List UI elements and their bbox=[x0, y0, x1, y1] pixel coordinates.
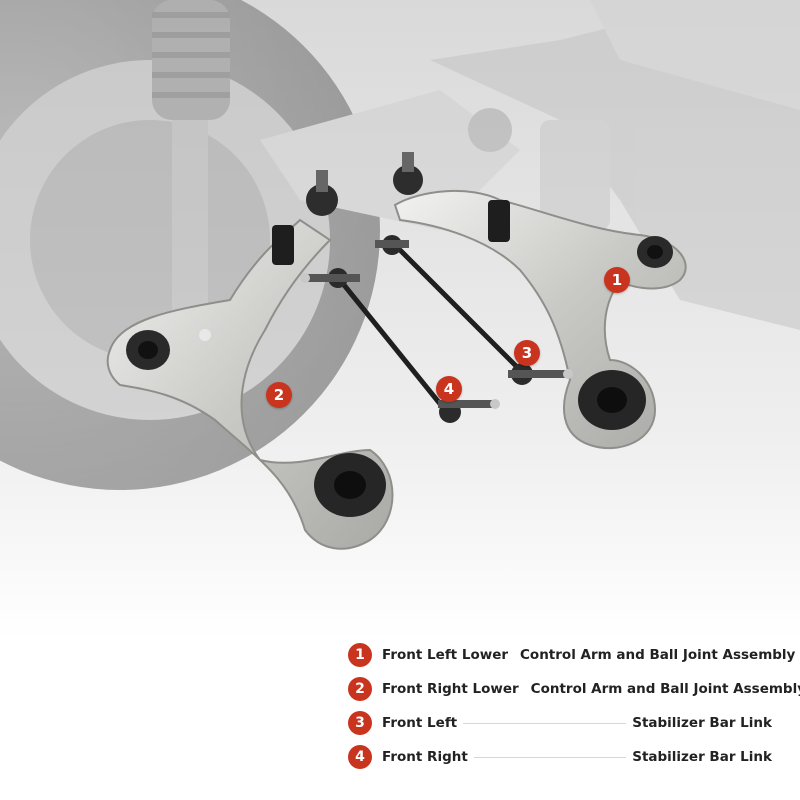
control-arm-front-right-lower bbox=[106, 170, 394, 550]
legend-position: Front Right bbox=[382, 749, 468, 765]
legend-part-name: Stabilizer Bar Link bbox=[632, 715, 772, 731]
callout-number: 2 bbox=[273, 386, 285, 404]
parts-legend: 1 Front Left Lower Control Arm and Ball … bbox=[348, 638, 800, 774]
ball-joint bbox=[306, 184, 338, 216]
callout-number: 1 bbox=[611, 271, 623, 289]
legend-part-name: Control Arm and Ball Joint Assembly bbox=[530, 681, 800, 697]
legend-row: 4 Front Right Stabilizer Bar Link bbox=[348, 740, 772, 774]
legend-position: Front Left Lower bbox=[382, 647, 509, 663]
control-arm-front-left-lower bbox=[393, 152, 687, 450]
legend-position: Front Left bbox=[382, 715, 458, 731]
coil-spring bbox=[152, 0, 230, 120]
ball-joint bbox=[393, 165, 423, 195]
callout-number: 3 bbox=[521, 344, 533, 362]
legend-number-badge: 1 bbox=[348, 643, 372, 667]
legend-number-badge: 4 bbox=[348, 745, 372, 769]
stabilizer-link-front-left bbox=[375, 235, 573, 385]
callout-number: 4 bbox=[443, 380, 455, 398]
leader-line bbox=[463, 722, 627, 724]
callout-badge-4: 4 bbox=[436, 376, 462, 402]
callout-badge-1: 1 bbox=[604, 267, 630, 293]
legend-number-badge: 3 bbox=[348, 711, 372, 735]
legend-row: 2 Front Right Lower Control Arm and Ball… bbox=[348, 672, 800, 706]
stabilizer-link-front-right bbox=[300, 268, 500, 423]
legend-row: 3 Front Left Stabilizer Bar Link bbox=[348, 706, 772, 740]
legend-row: 1 Front Left Lower Control Arm and Ball … bbox=[348, 638, 795, 672]
ball-joint-boot bbox=[272, 225, 294, 265]
leader-line bbox=[473, 756, 627, 758]
strut-shaft bbox=[172, 120, 208, 310]
legend-position: Front Right Lower bbox=[382, 681, 519, 697]
legend-number-badge: 2 bbox=[348, 677, 372, 701]
callout-badge-3: 3 bbox=[514, 340, 540, 366]
legend-part-name: Control Arm and Ball Joint Assembly bbox=[520, 647, 796, 663]
callout-badge-2: 2 bbox=[266, 382, 292, 408]
ball-joint-boot bbox=[488, 200, 510, 242]
legend-part-name: Stabilizer Bar Link bbox=[632, 749, 772, 765]
